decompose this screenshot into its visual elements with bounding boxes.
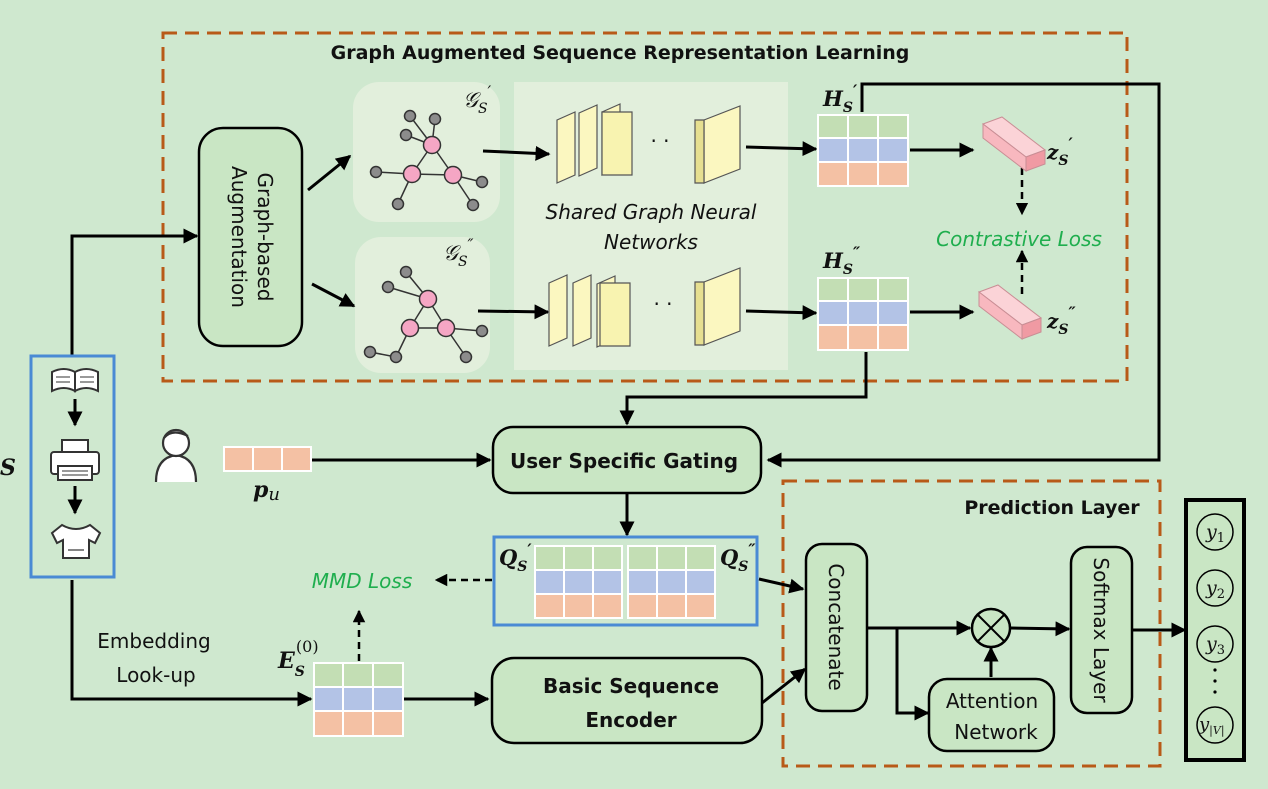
attention-box [927, 677, 1056, 753]
attention-label-2: Network [954, 720, 1038, 744]
prediction-title: Prediction Layer [964, 497, 1140, 519]
svg-text:y|V|: y|V| [1198, 714, 1225, 738]
softmax-label: Softmax Layer [1089, 557, 1113, 703]
label-Q-double-prime: QS″ [720, 540, 756, 575]
graph-g-double-prime [363, 265, 489, 364]
matrix-Q-prime [534, 545, 623, 619]
label-z-prime: zS′ [1046, 134, 1073, 169]
label-p-u: pu [253, 477, 280, 505]
matrix-H-prime [817, 114, 909, 187]
output-y1: y1 [1196, 513, 1234, 551]
basic-encoder-label-2: Encoder [585, 708, 676, 732]
label-E: ES(0) [277, 637, 319, 680]
label-z-double-prime: zS″ [1046, 303, 1076, 338]
vector-p-u [223, 446, 312, 472]
book-icon [51, 368, 99, 393]
matrix-Q-double-prime [627, 545, 716, 619]
input-sequence-box [29, 354, 116, 579]
embedding-label-2: Look-up [116, 663, 195, 687]
user-gating-box [491, 425, 763, 495]
shared-gnn-label-1: Shared Graph Neural [546, 200, 757, 224]
label-S: S [0, 455, 16, 481]
prism-z-double-prime [977, 284, 1043, 341]
svg-text:y1: y1 [1205, 521, 1225, 546]
basic-encoder-box [490, 656, 764, 745]
multiply-op-x2 [977, 614, 1005, 642]
label-G-double-prime: 𝒢S″ [443, 235, 474, 270]
gasrl-title: Graph Augmented Sequence Representation … [331, 42, 910, 64]
label-H-prime: HS′ [822, 81, 858, 116]
matrix-E [313, 662, 404, 737]
softmax-box [1069, 545, 1134, 715]
gnn-dots-top: · · [650, 129, 669, 153]
prediction-frame [781, 479, 1162, 768]
output-y3: y3 [1196, 625, 1234, 663]
attention-label-1: Attention [946, 689, 1038, 713]
svg-text:y3: y3 [1205, 633, 1225, 658]
output-yV: y|V| [1196, 706, 1234, 744]
gnn-stack-top [556, 103, 741, 184]
printer-icon [50, 439, 100, 481]
concatenate-box [804, 542, 869, 713]
prism-z-prime [981, 116, 1047, 173]
graph-aug-label-2: Augmentation [227, 166, 251, 308]
shared-gnn-label-2: Networks [604, 230, 698, 254]
concatenate-label: Concatenate [824, 563, 848, 690]
label-G-prime: 𝒢S′ [463, 82, 492, 117]
user-icon [154, 428, 198, 483]
label-H-double-prime: HS″ [822, 243, 861, 278]
label-Q-prime: QS′ [499, 540, 532, 575]
gasrl-frame [161, 31, 1129, 383]
embedding-label-1: Embedding [97, 629, 210, 653]
graph-aug-label-1: Graph-based [253, 173, 277, 302]
gnn-stack-bottom [548, 267, 741, 348]
matrix-H-double-prime [817, 277, 909, 351]
svg-text:y2: y2 [1205, 577, 1225, 602]
q-frame [492, 535, 759, 627]
dashed-arrows [352, 168, 1029, 661]
basic-encoder-label-1: Basic Sequence [543, 674, 719, 698]
gnn-dots-bottom: · · [653, 292, 672, 316]
mmd-loss-label: MMD Loss [312, 569, 413, 593]
graph-aug-box [197, 126, 304, 348]
wires [70, 82, 1187, 721]
contrastive-loss-label: Contrastive Loss [936, 227, 1102, 251]
output-y2: y2 [1196, 569, 1234, 607]
graph-g-prime [369, 109, 489, 212]
output-dots [1213, 668, 1217, 694]
tshirt-icon [50, 523, 102, 559]
user-gating-label: User Specific Gating [510, 449, 738, 473]
